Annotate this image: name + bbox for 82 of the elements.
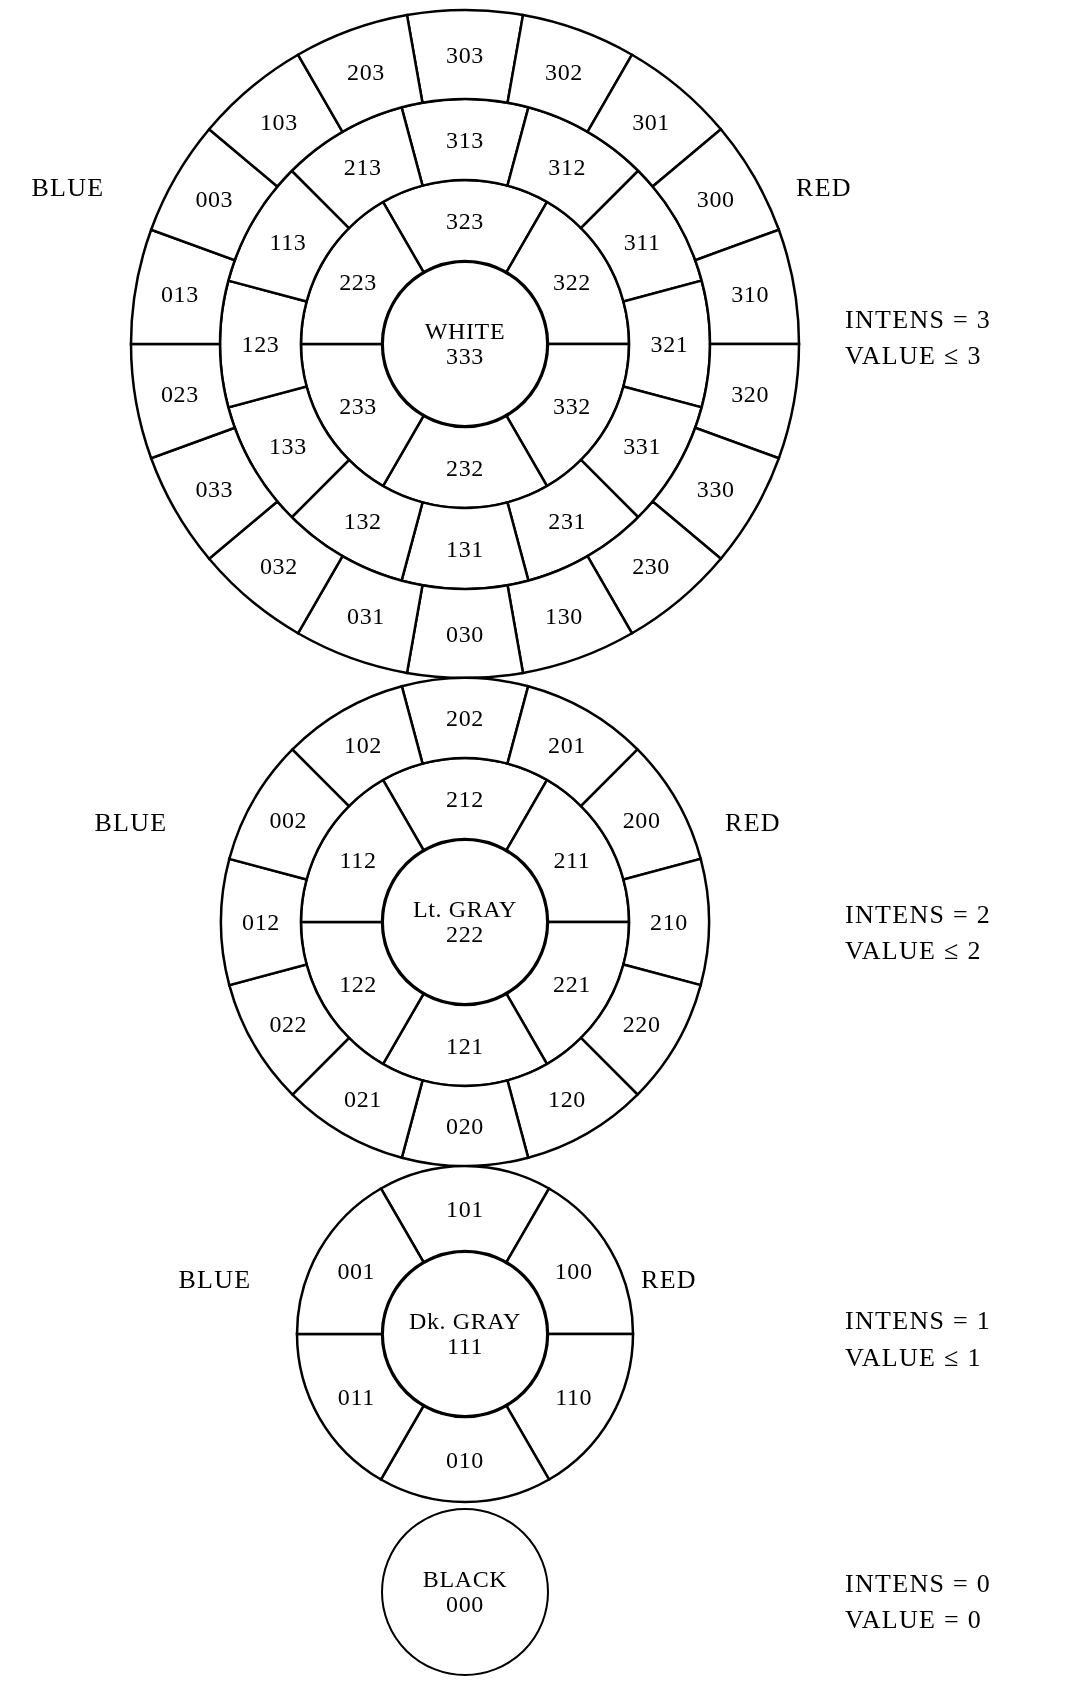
sector-code: 330 — [696, 476, 735, 501]
color-label: 333 — [446, 344, 484, 370]
color-axis-label: BLUE — [31, 175, 105, 201]
sector-code: 022 — [269, 1012, 308, 1036]
sector-code: 303 — [446, 42, 484, 67]
sector-code: 301 — [632, 110, 670, 135]
intensity-note: VALUE ≤ 3 — [845, 343, 982, 369]
sector-code: 112 — [339, 848, 377, 873]
intensity-note: INTENS = 1 — [845, 1308, 992, 1334]
sector-code: 310 — [731, 281, 769, 306]
sector-code: 031 — [347, 604, 385, 629]
sector-code: 302 — [545, 59, 583, 84]
sector-code: 312 — [548, 154, 587, 179]
sector-code: 003 — [195, 187, 234, 212]
sector-code: 023 — [161, 382, 199, 407]
color-axis-label: RED — [725, 810, 781, 836]
sector-code: 231 — [548, 509, 587, 534]
sector-code: 131 — [446, 536, 484, 561]
sector-code: 130 — [545, 604, 583, 629]
sector-code: 212 — [446, 786, 484, 811]
color-label: Lt. GRAY — [413, 896, 517, 922]
sector-code: 101 — [446, 1196, 484, 1221]
sector-code: 203 — [347, 59, 385, 84]
sector-code: 320 — [731, 382, 769, 407]
color-label: Dk. GRAY — [409, 1308, 521, 1334]
sector-code: 223 — [339, 270, 377, 295]
intensity-note: VALUE = 0 — [845, 1607, 983, 1633]
sector-code: 332 — [553, 393, 591, 418]
color-label: WHITE — [424, 318, 506, 344]
color-axis-label: RED — [796, 175, 852, 201]
sector-code: 300 — [696, 187, 735, 212]
sector-code: 121 — [446, 1033, 484, 1058]
sector-code: 033 — [195, 476, 234, 501]
intensity-note: VALUE ≤ 1 — [845, 1345, 982, 1371]
sector-code: 201 — [548, 733, 586, 758]
sector-code: 233 — [339, 393, 377, 418]
color-label: 222 — [446, 922, 484, 948]
sector-code: 103 — [260, 110, 298, 135]
sector-code: 002 — [269, 808, 308, 832]
color-axis-label: BLUE — [178, 1267, 252, 1293]
sector-code: 122 — [339, 971, 377, 996]
sector-code: 202 — [446, 706, 484, 730]
sector-code: 311 — [623, 229, 661, 254]
color-axis-label: RED — [641, 1267, 697, 1293]
sector-code: 200 — [622, 808, 661, 832]
sector-code: 321 — [650, 332, 689, 356]
sector-code: 113 — [269, 229, 307, 254]
sector-code: 322 — [553, 270, 591, 295]
color-label: 000 — [446, 1592, 484, 1618]
sector-code: 123 — [241, 332, 280, 356]
sector-code: 211 — [553, 848, 591, 873]
color-label: 111 — [447, 1334, 483, 1360]
sector-code: 323 — [446, 208, 484, 233]
sector-code: 032 — [260, 553, 298, 578]
sector-code: 030 — [446, 621, 484, 646]
sector-code: 020 — [446, 1114, 484, 1138]
sector-code: 220 — [622, 1012, 661, 1036]
color-axis-label: BLUE — [94, 810, 168, 836]
sector-code: 210 — [650, 910, 688, 934]
sector-code: 001 — [337, 1259, 376, 1284]
sector-code: 110 — [555, 1384, 593, 1409]
sector-code: 213 — [343, 154, 382, 179]
sector-code: 230 — [632, 553, 670, 578]
intensity-note: INTENS = 0 — [845, 1571, 992, 1597]
sector-code: 011 — [337, 1384, 375, 1409]
sector-code: 010 — [446, 1447, 484, 1472]
sector-code: 313 — [446, 127, 484, 152]
sector-code: 100 — [554, 1259, 593, 1284]
sector-code: 120 — [548, 1086, 586, 1111]
sector-code: 331 — [623, 434, 661, 459]
intensity-note: INTENS = 3 — [845, 307, 992, 333]
color-label: BLACK — [422, 1566, 508, 1592]
sector-code: 132 — [343, 509, 382, 534]
intensity-note: VALUE ≤ 2 — [845, 938, 982, 964]
sector-code: 102 — [344, 733, 382, 758]
sector-code: 133 — [269, 434, 307, 459]
sector-code: 021 — [344, 1086, 382, 1111]
sector-code: 232 — [446, 455, 484, 480]
sector-code: 012 — [242, 910, 280, 934]
intensity-note: INTENS = 2 — [845, 902, 992, 928]
sector-code: 221 — [553, 971, 591, 996]
sector-code: 013 — [161, 281, 199, 306]
